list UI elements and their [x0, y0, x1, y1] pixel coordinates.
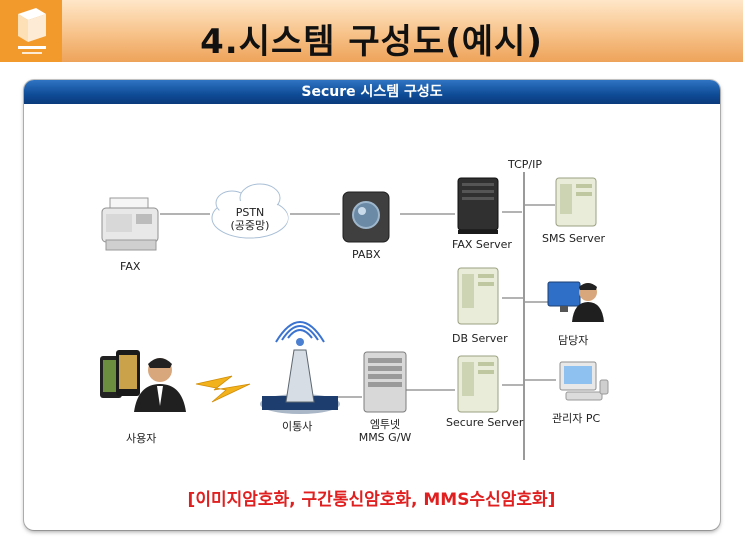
logo-icon [18, 8, 46, 54]
user-label: 사용자 [126, 432, 157, 445]
sms-server-label: SMS Server [542, 232, 606, 245]
encryption-features-footer: [이미지암호화, 구간통신암호화, MMS수신암호화] [187, 490, 556, 510]
carrier-tower-icon [260, 321, 340, 414]
admin-pc-icon [559, 361, 609, 401]
manager-person-icon [547, 281, 604, 322]
diagram-header: Secure 시스템 구성도 [24, 80, 720, 104]
mms-gateway-icon [363, 351, 407, 413]
user-with-phones-icon [100, 350, 186, 412]
company-logo [0, 0, 62, 62]
gateway-label: 엠투넷 MMS G/W [358, 418, 412, 444]
db-server-icon [457, 267, 499, 325]
admin-pc-label: 관리자 PC [552, 412, 601, 425]
pabx-icon [342, 191, 390, 243]
fax-machine-icon [101, 197, 159, 251]
wireless-signal-icon [195, 375, 251, 403]
pstn-cloud-icon [211, 183, 289, 239]
diagram-panel: Secure 시스템 구성도 [24, 80, 720, 530]
title-banner [0, 0, 743, 62]
gateway-label-line1: 엠투넷 [369, 418, 401, 431]
carrier-label: 이통사 [282, 420, 313, 433]
gateway-label-line2: MMS G/W [358, 431, 412, 444]
sms-server-icon [555, 177, 597, 227]
connection-lines [160, 172, 556, 460]
secure-server-icon [457, 355, 499, 413]
db-server-label: DB Server [452, 332, 508, 345]
pstn-label-line2: (공중망) [230, 219, 270, 232]
secure-server-label: Secure Server [446, 416, 524, 429]
fax-server-icon [457, 177, 499, 234]
page-title: 4.시스템 구성도(예시) [200, 22, 543, 62]
pstn-label-line1: PSTN [235, 206, 265, 219]
manager-label: 담당자 [558, 334, 589, 347]
network-label: TCP/IP [508, 158, 542, 171]
fax-label: FAX [120, 260, 141, 273]
pabx-label: PABX [352, 248, 381, 261]
fax-server-label: FAX Server [452, 238, 512, 251]
pstn-label: PSTN (공중망) [230, 206, 270, 232]
